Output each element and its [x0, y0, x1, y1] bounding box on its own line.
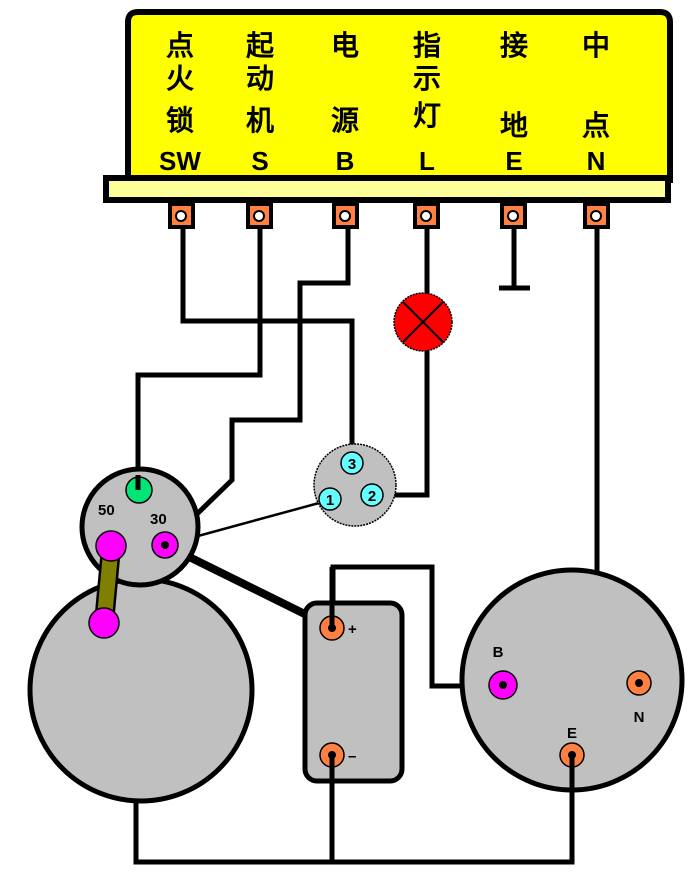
svg-text:源: 源 [331, 104, 359, 137]
label-50: 50 [98, 502, 115, 519]
terminal-s[interactable] [246, 202, 273, 229]
wires [133, 225, 600, 865]
regulator-terminals [168, 202, 610, 229]
regulator-base [103, 175, 671, 203]
svg-text:示: 示 [413, 62, 441, 95]
wire-b [163, 225, 351, 547]
terminal-e[interactable] [500, 202, 527, 229]
svg-text:动: 动 [246, 62, 274, 95]
ignition-pin-2[interactable]: 2 [360, 483, 384, 507]
svg-text:L: L [419, 146, 435, 176]
alternator-b-terminal[interactable] [488, 670, 518, 700]
svg-text:火: 火 [166, 62, 194, 95]
ignition-pin-3[interactable]: 3 [340, 451, 364, 475]
svg-text:接: 接 [500, 29, 528, 62]
starter-motor [27, 576, 255, 804]
svg-text:锁: 锁 [166, 104, 194, 137]
battery-minus-label: – [348, 748, 356, 765]
indicator-lamp [393, 292, 453, 352]
regulator-label-sw: 点 火 锁 SW [159, 29, 201, 176]
ignition-pin-1[interactable]: 1 [318, 487, 342, 511]
terminal-50-magenta[interactable] [95, 530, 127, 562]
regulator-label-s: 起 动 机 S [246, 29, 275, 176]
terminal-l[interactable] [413, 202, 440, 229]
regulator-label-e: 接 地 E [500, 29, 528, 176]
svg-text:电: 电 [331, 29, 359, 62]
regulator-body [125, 9, 673, 183]
svg-text:指: 指 [413, 29, 441, 62]
alternator-b-label: B [493, 644, 504, 661]
svg-text:SW: SW [159, 146, 201, 176]
svg-text:机: 机 [246, 104, 274, 137]
battery [302, 600, 405, 784]
svg-text:B: B [336, 146, 355, 176]
label-30: 30 [150, 511, 167, 528]
svg-text:1: 1 [326, 492, 334, 509]
svg-text:N: N [587, 146, 606, 176]
regulator-label-l: 指 示 灯 L [413, 29, 441, 176]
battery-plus-label: + [348, 621, 357, 638]
svg-text:2: 2 [368, 488, 376, 505]
link-end-magenta [88, 607, 120, 639]
terminal-n[interactable] [583, 202, 610, 229]
svg-text:点: 点 [582, 109, 610, 142]
alternator-n-terminal[interactable] [626, 670, 652, 696]
svg-text:E: E [505, 146, 522, 176]
wire-s [135, 225, 263, 490]
alternator-n-label: N [634, 709, 645, 726]
svg-text:点: 点 [166, 29, 194, 62]
wire-sw [180, 225, 355, 458]
svg-text:S: S [251, 146, 268, 176]
terminal-sw[interactable] [168, 202, 195, 229]
regulator-label-n: 中 点 N [582, 29, 610, 176]
svg-text:地: 地 [500, 109, 528, 142]
alternator-e-label: E [567, 725, 577, 742]
svg-text:3: 3 [348, 456, 356, 473]
terminal-b[interactable] [332, 202, 359, 229]
regulator-label-b: 电 源 B [331, 29, 359, 176]
svg-text:起: 起 [246, 29, 275, 62]
svg-text:中: 中 [582, 29, 610, 62]
svg-text:灯: 灯 [413, 99, 441, 132]
